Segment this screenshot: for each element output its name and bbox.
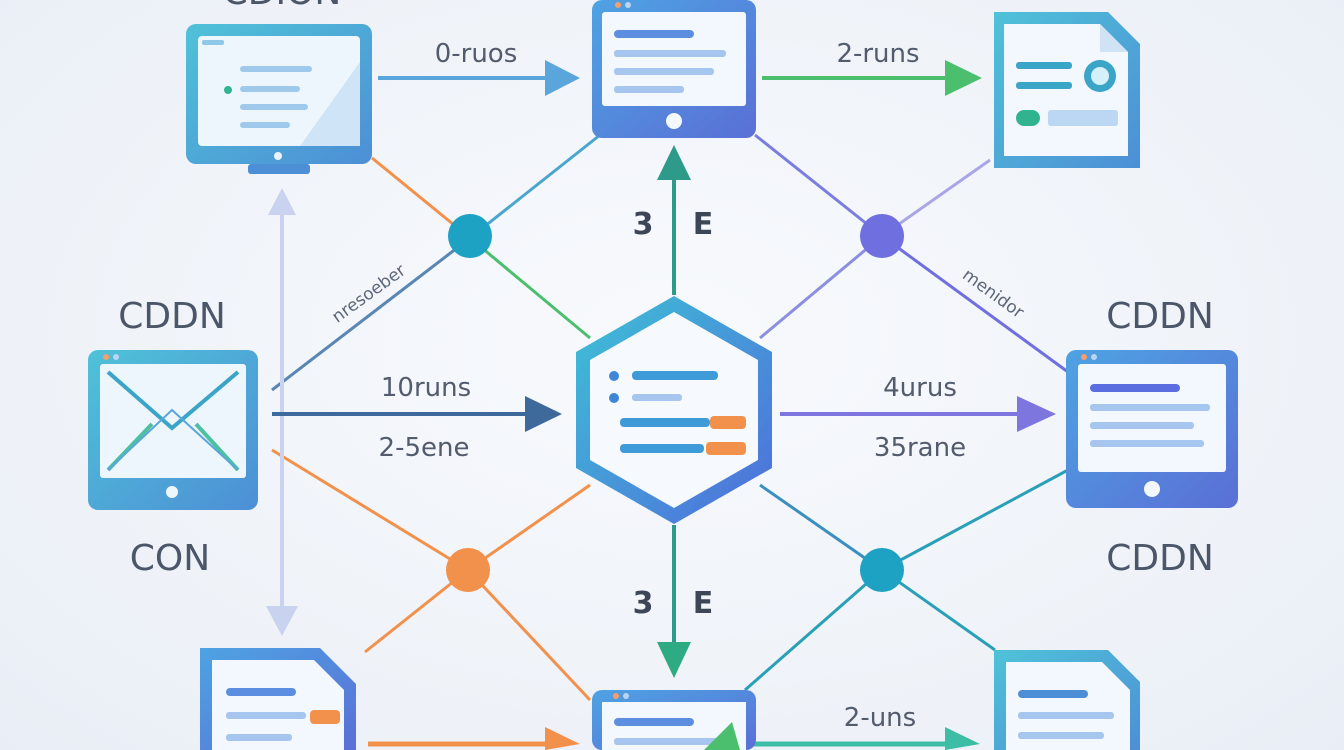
email-tablet-left bbox=[88, 350, 258, 510]
edge-label-mid-left-1: 10runs bbox=[381, 373, 471, 403]
edge-label-mid-right-1: 4urus bbox=[883, 373, 957, 403]
right-group-label-top: CDDN bbox=[1106, 296, 1214, 337]
link-br-node-botdev bbox=[744, 568, 883, 692]
arrow-bottom-right-head bbox=[945, 727, 980, 750]
arrow-mid-right-head bbox=[1017, 396, 1056, 432]
link-br-node-rightdev bbox=[881, 468, 1069, 572]
link-tr-node-topdev bbox=[754, 133, 883, 238]
right-group-label-bottom: CDDN bbox=[1106, 538, 1214, 579]
link-tr-node-topright bbox=[881, 158, 991, 238]
arrow-bottom-left-head bbox=[545, 727, 580, 750]
node-violet-top-right bbox=[860, 214, 904, 258]
left-group-label-bottom: CON bbox=[130, 538, 210, 579]
document-bottom-right bbox=[994, 650, 1140, 750]
link-hex-tr-node bbox=[759, 234, 883, 340]
arrow-mid-left-head bbox=[525, 396, 562, 432]
link-bl-node-email bbox=[271, 448, 469, 572]
monitor-top-left bbox=[186, 24, 372, 174]
connections bbox=[266, 60, 1069, 750]
left-group-label-top: CDDN bbox=[118, 296, 226, 337]
link-hex-bl-node bbox=[467, 483, 591, 572]
node-orange-bottom-left bbox=[446, 548, 490, 592]
center-down-number: 3 bbox=[633, 586, 654, 621]
node-teal-bottom-right bbox=[860, 548, 904, 592]
edge-label-bottom-right: 2-uns bbox=[844, 703, 916, 733]
link-hex-tl-node bbox=[469, 236, 591, 340]
center-up-letter: E bbox=[693, 207, 714, 242]
link-br-node-botright bbox=[881, 568, 996, 652]
node-teal-top-left bbox=[448, 214, 492, 258]
arrow-top-right-head bbox=[945, 60, 982, 96]
tablet-right bbox=[1066, 350, 1238, 508]
arrow-top-left-head bbox=[545, 60, 580, 96]
top-cut-label: CDION bbox=[223, 0, 342, 13]
hexagon-hub bbox=[576, 296, 772, 524]
tablet-top-center bbox=[592, 0, 756, 138]
edge-label-mid-right-2: 35rane bbox=[874, 433, 966, 463]
left-vertical-arrow-down bbox=[266, 606, 298, 636]
edge-label-top-right: 2-runs bbox=[836, 39, 919, 69]
center-up-number: 3 bbox=[633, 207, 654, 242]
diagonal-label-right: menidor bbox=[958, 265, 1027, 323]
link-tr-node-rightdev bbox=[881, 234, 1069, 374]
center-down-arrow bbox=[657, 642, 691, 678]
center-down-letter: E bbox=[693, 586, 714, 621]
document-top-right bbox=[994, 12, 1140, 168]
edge-label-top-left: 0-ruos bbox=[435, 39, 518, 69]
center-up-arrow bbox=[657, 145, 691, 180]
link-tl-node-email bbox=[271, 236, 471, 392]
link-hex-br-node bbox=[759, 483, 883, 572]
document-bottom-left bbox=[200, 648, 356, 750]
left-vertical-arrow-up bbox=[268, 188, 296, 215]
link-bl-node-botdev bbox=[466, 568, 592, 702]
link-tl-node-topdev bbox=[469, 133, 601, 240]
tablet-bottom-center bbox=[592, 690, 756, 750]
edge-label-mid-left-2: 2-5ene bbox=[379, 433, 470, 463]
